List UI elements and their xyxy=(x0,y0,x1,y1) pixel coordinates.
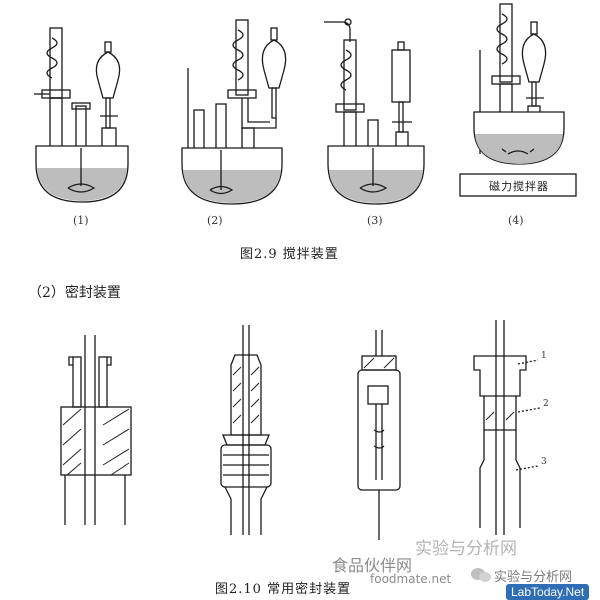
seal-device-b xyxy=(220,325,272,535)
stirring-apparatus-4 xyxy=(459,3,577,197)
seal-device-a xyxy=(60,335,132,525)
panel-label-3: (3) xyxy=(367,214,383,227)
seal-device-c xyxy=(357,330,401,540)
figure-2-9-caption: 图2.9 搅拌装置 xyxy=(240,247,339,262)
stirring-apparatus-2 xyxy=(181,19,287,205)
section-heading: （2）密封装置 xyxy=(28,285,121,301)
callout-3: 3 xyxy=(541,457,547,467)
seal-device-d xyxy=(473,320,541,535)
stirring-apparatus-3 xyxy=(324,18,425,205)
watermark-cn-site: 实验与分析网 xyxy=(415,539,517,559)
callout-1: 1 xyxy=(541,351,547,361)
figure-2-9: (1) (2) xyxy=(0,0,600,265)
panel-label-4: (4) xyxy=(508,214,524,227)
watermark-wechat-name: 实验与分析网 xyxy=(494,570,573,585)
panel-label-2: (2) xyxy=(207,214,223,227)
wechat-icon xyxy=(470,566,492,588)
watermark-foodmate-url: foodmate.net xyxy=(370,572,452,586)
stirring-apparatus-1 xyxy=(34,27,129,203)
watermark-foodmate-cn: 食品伙伴网 xyxy=(332,556,413,575)
callout-2: 2 xyxy=(543,399,549,409)
figure-2-10-caption: 图2.10 常用密封装置 xyxy=(215,582,352,597)
panel-label-1: (1) xyxy=(73,214,89,227)
magnetic-stirrer-label: 磁力搅拌器 xyxy=(489,180,549,193)
labtoday-badge: LabToday.Net xyxy=(506,584,590,600)
figure-2-10: 1 2 3 图2.10 常用密封装置 xyxy=(0,310,600,600)
